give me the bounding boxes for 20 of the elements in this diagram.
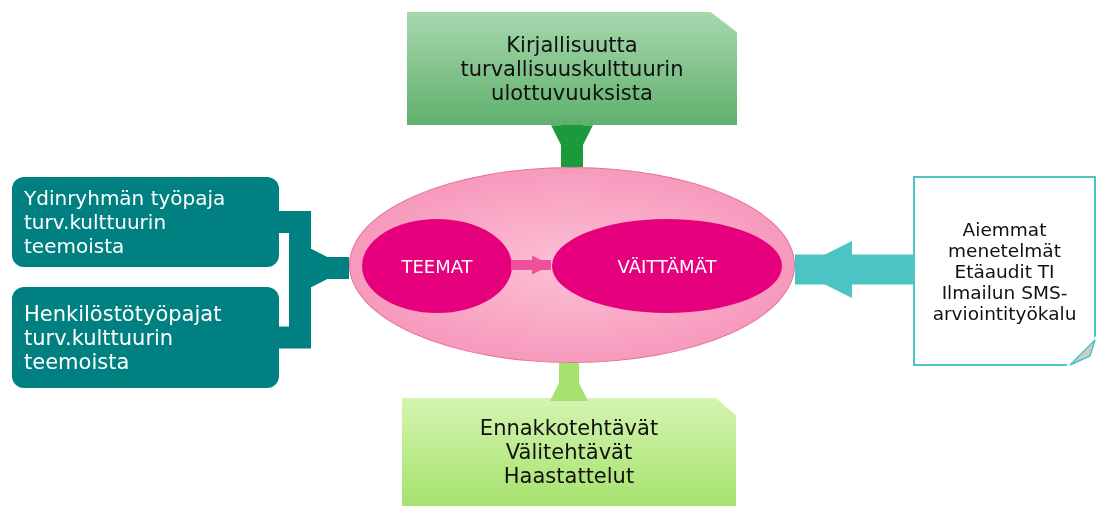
node-text: Haastattelut (503, 464, 635, 488)
source-box (407, 12, 737, 125)
node-text: Ennakkotehtävät (479, 416, 659, 440)
node-text: Kirjallisuutta turvallisuuskulttuurin ulottuvuuksista (459, 32, 685, 105)
node-text: Välitehtävät (505, 440, 633, 464)
arrow (795, 241, 913, 298)
process-box (12, 287, 279, 388)
node-text: Henkilöstötyöpajat turv.kulttuurin teemoista (24, 301, 223, 374)
node-text: Ydinryhmän työpaja turv.kulttuurin teemoista (24, 186, 227, 258)
note-box (913, 176, 1096, 366)
source-box (402, 398, 736, 506)
arrow (551, 125, 593, 167)
node-text: Aiemmat menetelmät (947, 218, 1062, 261)
node-text: Etäaudit TI (954, 260, 1055, 282)
arrow (511, 255, 551, 275)
node-text: Ilmailun SMS-arviointityökalu (931, 281, 1078, 324)
node-text: VÄITTÄMÄT (617, 255, 717, 277)
arrow (550, 363, 588, 401)
process-box (12, 177, 279, 267)
node-text: TEEMAT (401, 255, 473, 277)
